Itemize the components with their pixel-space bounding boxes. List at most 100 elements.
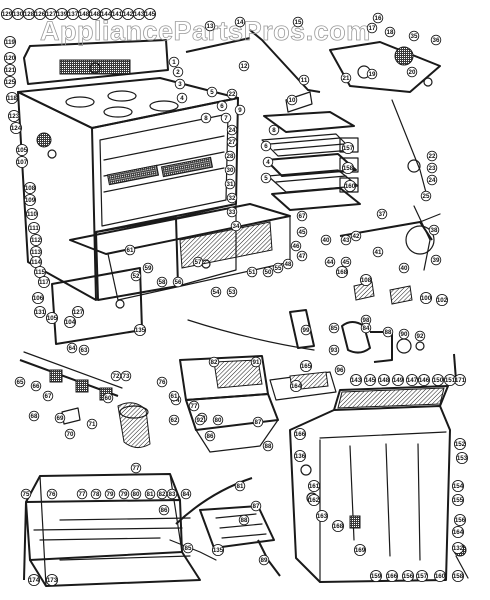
callout-number: 91 (253, 359, 260, 366)
callout-circle (268, 124, 280, 136)
callout-number: 128 (24, 11, 35, 18)
callout-113: 113 (29, 245, 43, 259)
callout-number: 33 (229, 209, 236, 216)
callout-number: 99 (303, 327, 310, 334)
callout-circle (23, 181, 37, 195)
callout-number: 156 (403, 573, 414, 580)
callout-136: 136 (293, 449, 307, 463)
callout-circle (359, 273, 373, 287)
callout-number: 34 (233, 223, 240, 230)
callout-22: 22 (226, 88, 238, 100)
callout-114: 114 (29, 255, 43, 269)
callout-circle (234, 104, 246, 116)
callout-88: 88 (262, 440, 274, 452)
callout-number: 83 (169, 491, 176, 498)
callout-circle (216, 100, 228, 112)
callout-53: 53 (226, 286, 238, 298)
callout-89: 89 (258, 554, 270, 566)
callout-circle (90, 488, 102, 500)
callout-number: 5 (210, 89, 214, 96)
callout-number: 148 (79, 11, 90, 18)
callout-circle (293, 449, 307, 463)
callout-48: 48 (282, 258, 294, 270)
callout-85: 85 (182, 542, 194, 554)
callout-121: 121 (3, 63, 17, 77)
callout-number: 111 (29, 225, 39, 232)
callout-8: 8 (200, 112, 212, 124)
callout-circle (27, 221, 41, 235)
callout-60: 60 (102, 392, 114, 404)
callout-92: 92 (414, 330, 426, 342)
callout-127: 127 (71, 305, 85, 319)
callout-47: 47 (296, 250, 308, 262)
callout-number: 69 (57, 415, 64, 422)
callout-circle (15, 143, 29, 157)
callout-118: 118 (5, 91, 19, 105)
callout-circle (408, 30, 420, 42)
callout-88: 88 (238, 514, 250, 526)
callout-circle (234, 16, 246, 28)
callout-59: 59 (142, 262, 154, 274)
callout-number: 135 (213, 547, 224, 554)
callout-75: 75 (20, 488, 32, 500)
callout-circle (296, 250, 308, 262)
callout-156: 156 (453, 513, 467, 527)
callout-166: 166 (385, 569, 399, 583)
callout-number: 88 (241, 517, 248, 524)
callout-number: 142 (123, 11, 134, 18)
callout-circle (435, 293, 449, 307)
callout-124: 124 (9, 121, 23, 135)
callout-number: 107 (17, 159, 28, 166)
callout-circle (366, 22, 378, 34)
callout-number: 66 (33, 383, 40, 390)
callout-number: 173 (47, 577, 58, 584)
callout-circle (341, 161, 355, 175)
callout-43: 43 (340, 234, 352, 246)
callout-34: 34 (230, 220, 242, 232)
callout-87: 87 (252, 416, 264, 428)
callout-number: 78 (93, 491, 100, 498)
callout-circle (130, 488, 142, 500)
callout-circle (45, 311, 59, 325)
callout-number: 60 (105, 395, 112, 402)
callout-circle (71, 305, 85, 319)
callout-circle (377, 373, 391, 387)
callout-93: 93 (328, 344, 340, 356)
callout-number: 118 (7, 95, 18, 102)
callout-71: 71 (86, 418, 98, 430)
callout-circle (431, 373, 445, 387)
callout-13: 13 (204, 20, 216, 32)
callout-157: 157 (341, 141, 355, 155)
callout-number: 37 (379, 211, 386, 218)
callout-circle (144, 488, 156, 500)
callout-circle (5, 91, 19, 105)
callout-number: 48 (285, 261, 292, 268)
callout-number: 27 (229, 139, 236, 146)
callout-number: 143 (351, 377, 362, 384)
callout-144: 144 (99, 7, 113, 21)
callout-108: 108 (359, 273, 373, 287)
callout-circle (102, 392, 114, 404)
callout-circle (262, 266, 274, 278)
callout-number: 161 (309, 483, 320, 490)
callout-86: 86 (204, 430, 216, 442)
callout-108: 108 (23, 181, 37, 195)
callout-circle (315, 509, 329, 523)
callout-circle (417, 373, 431, 387)
callout-169: 169 (353, 543, 367, 557)
callout-number: 168 (333, 523, 344, 530)
callout-circle (401, 569, 415, 583)
callout-circle (226, 286, 238, 298)
callout-number: 104 (65, 319, 76, 326)
callout-number: 108 (361, 277, 372, 284)
callout-69: 69 (54, 412, 66, 424)
callout-circle (211, 543, 225, 557)
callout-number: 76 (159, 379, 166, 386)
callout-circle (172, 66, 184, 78)
callout-79: 79 (118, 488, 130, 500)
callout-65: 65 (14, 376, 26, 388)
callout-circle (166, 488, 178, 500)
callout-77: 77 (188, 400, 200, 412)
callout-circle (188, 400, 200, 412)
callout-16: 16 (372, 12, 384, 24)
